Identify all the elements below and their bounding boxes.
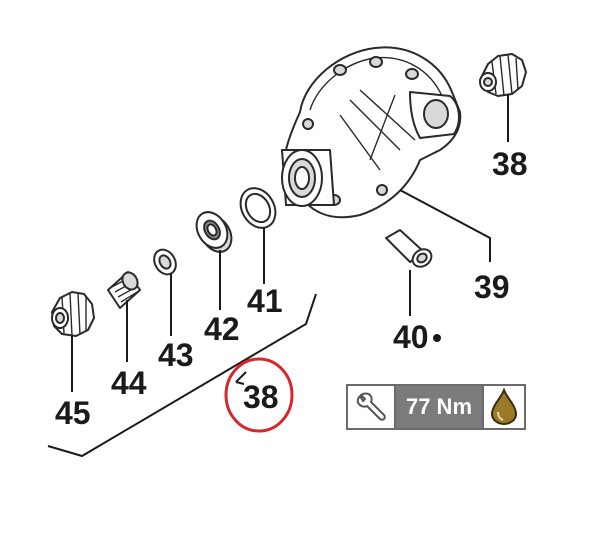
oil-drop-icon <box>482 386 524 428</box>
callout-38-top: 38 <box>492 146 528 182</box>
spring <box>107 271 141 309</box>
pinion-gear <box>51 291 95 337</box>
gear-housing <box>281 46 462 219</box>
callout-39: 39 <box>474 269 510 305</box>
callout-43: 43 <box>158 337 194 373</box>
callout-38-highlighted: 38 <box>243 379 279 415</box>
callout-42: 42 <box>204 311 240 347</box>
callout-44: 44 <box>111 365 147 401</box>
callout-40: 40 <box>393 319 429 355</box>
callout-41: 41 <box>247 283 283 319</box>
callout-45: 45 <box>55 395 91 431</box>
bevel-gear-top <box>479 53 527 97</box>
shim-ring <box>239 187 277 229</box>
highlight-circle <box>224 357 294 433</box>
torque-spec-box: 77 Nm <box>346 384 526 430</box>
leader-lines <box>47 94 509 458</box>
bolt <box>385 229 433 268</box>
wrench-icon <box>348 386 396 428</box>
bearing <box>195 211 233 253</box>
torque-value: 77 Nm <box>396 386 482 428</box>
washer <box>153 248 177 276</box>
